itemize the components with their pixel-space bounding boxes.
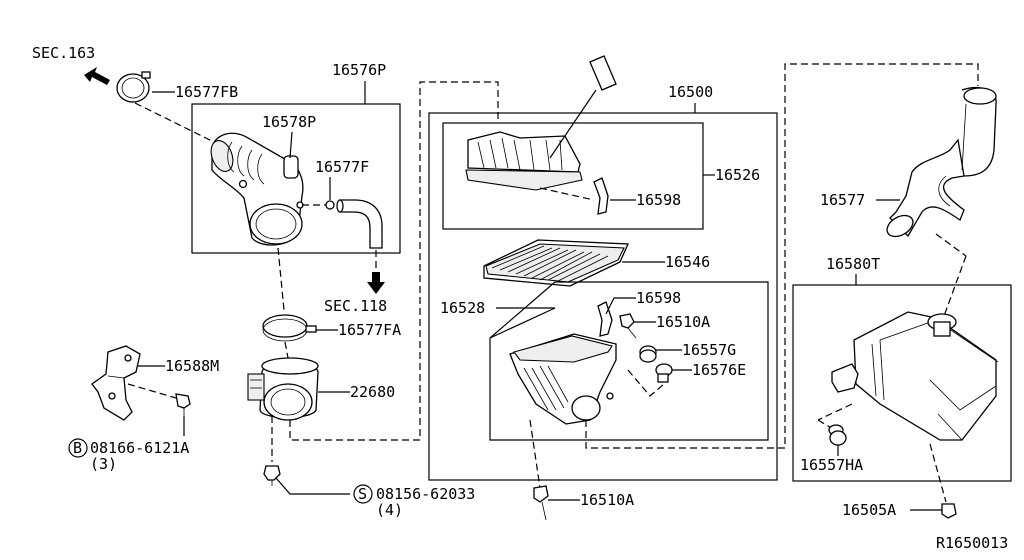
air-duct-16577	[886, 87, 997, 238]
label-16577F: 16577F	[315, 158, 369, 176]
hose-16577F	[336, 199, 383, 249]
resonator-16580T	[831, 311, 999, 441]
part-16576E	[655, 363, 673, 383]
label-16577FA: 16577FA	[338, 321, 401, 339]
filter-element-16546	[483, 239, 629, 287]
arrow-down-icon	[367, 272, 385, 294]
label-16598-upper: 16598	[636, 191, 681, 209]
grommet-16557G	[639, 345, 657, 363]
clip-16598-upper	[593, 177, 609, 215]
label-16526: 16526	[715, 166, 760, 184]
label-16576E: 16576E	[692, 361, 746, 379]
label-sec118: SEC.118	[324, 297, 387, 315]
label-16576P: 16576P	[332, 61, 386, 79]
label-16528: 16528	[440, 299, 485, 317]
label-08156-62033: 08156-62033	[376, 485, 475, 503]
label-22680: 22680	[350, 383, 395, 401]
bolt-16510A-top	[619, 313, 637, 339]
clip-16598-lower	[597, 301, 613, 337]
label-sec163: SEC.163	[32, 44, 95, 62]
box-16500	[428, 112, 778, 481]
label-16580T: 16580T	[826, 255, 880, 273]
arrow-up-left-icon	[84, 67, 110, 85]
label-08166-6121A: 08166-6121A	[90, 439, 189, 457]
air-duct-16578P	[210, 132, 304, 246]
bracket-16588M	[91, 345, 141, 421]
clamp-16577FB	[116, 71, 151, 103]
air-cleaner-cover	[465, 131, 583, 191]
bolt-16510A-bottom	[533, 485, 549, 521]
label-16510A-top: 16510A	[656, 313, 710, 331]
bolt-08166-6121A	[175, 393, 191, 416]
label-16557HA: 16557HA	[800, 456, 863, 474]
bolt1-symbol: B	[73, 439, 82, 457]
label-qty-4: (4)	[376, 501, 403, 519]
box-16576P	[191, 103, 401, 254]
bolt2-symbol: S	[358, 485, 367, 503]
label-16577: 16577	[820, 191, 865, 209]
grommet-16557HA	[828, 424, 847, 446]
mass-air-flow-sensor-22680	[247, 357, 319, 421]
label-16500: 16500	[668, 83, 713, 101]
label-16510A-bottom: 16510A	[580, 491, 634, 509]
label-16578P: 16578P	[262, 113, 316, 131]
label-16598-lower: 16598	[636, 289, 681, 307]
air-cleaner-lower-case	[509, 333, 617, 425]
label-16577FB: 16577FB	[175, 83, 238, 101]
clamp-16577FA	[262, 314, 317, 342]
label-16588M: 16588M	[165, 357, 219, 375]
bolt-16505A	[941, 503, 957, 519]
label-16557G: 16557G	[682, 341, 736, 359]
reference-code: R1650013	[936, 534, 1008, 552]
box-16580T	[792, 284, 1012, 482]
label-qty-3: (3)	[90, 455, 117, 473]
label-16505A: 16505A	[842, 501, 896, 519]
label-16546: 16546	[665, 253, 710, 271]
bolt-08156-62033	[263, 465, 281, 486]
label-tag	[589, 55, 617, 91]
